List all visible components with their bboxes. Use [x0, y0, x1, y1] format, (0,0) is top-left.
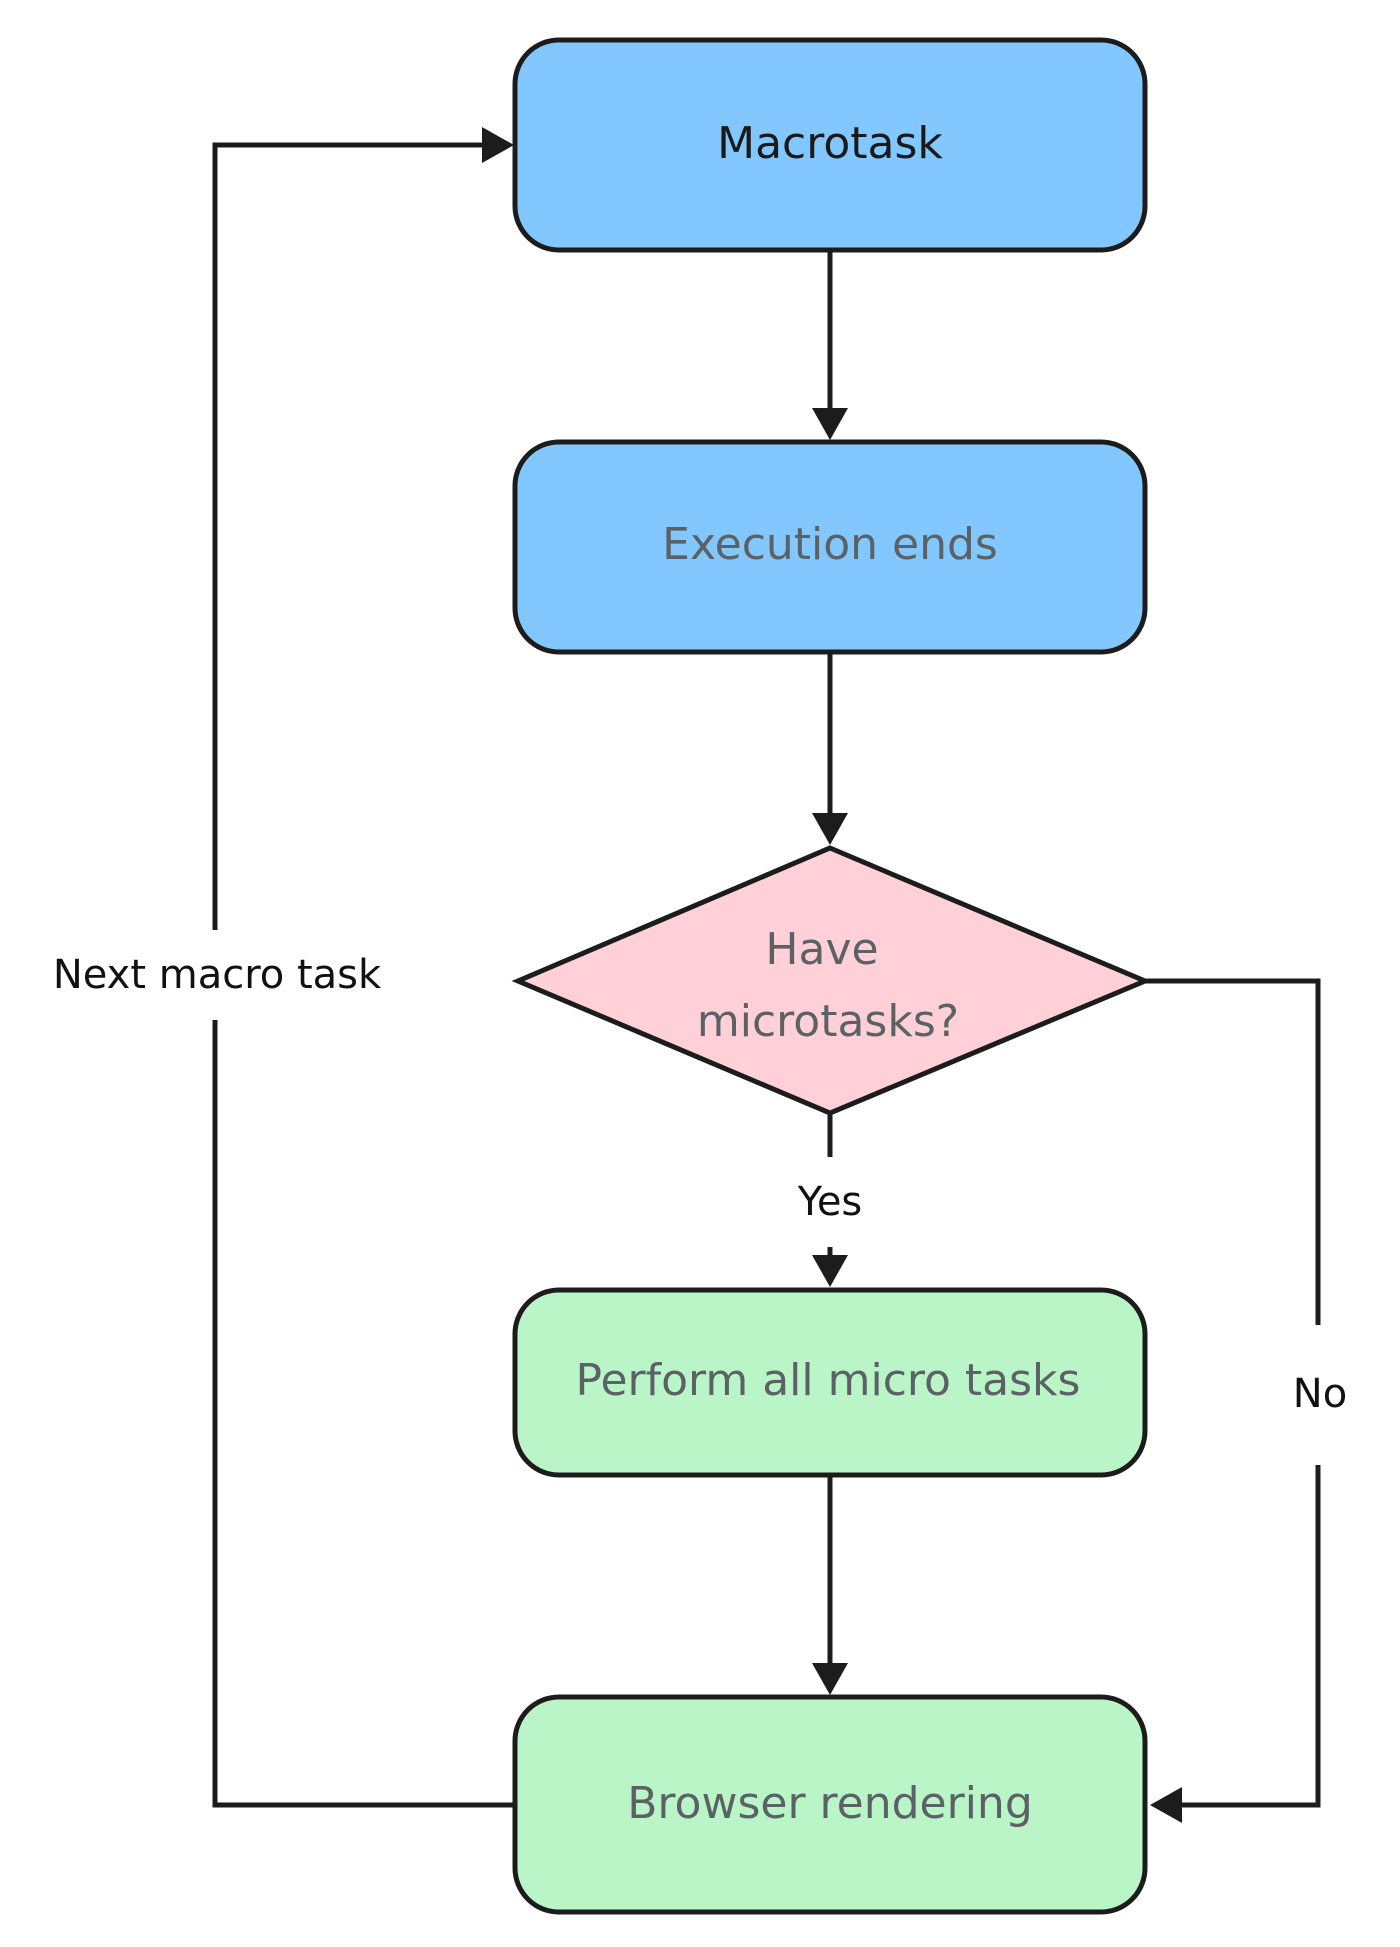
arrowhead-execution: [812, 408, 848, 440]
edge-label-next-macro-task: Next macro task: [53, 952, 382, 998]
browser-rendering-label: Browser rendering: [627, 1778, 1033, 1829]
edge-label-yes: Yes: [797, 1179, 863, 1225]
edge-no-path-upper: [1145, 978, 1321, 1325]
node-macrotask: Macrotask: [512, 37, 1148, 253]
macrotask-box: [512, 37, 1148, 253]
node-browser-rendering: Browser rendering: [512, 1694, 1148, 1915]
arrowhead-decision: [812, 813, 848, 845]
edge-loop-upper: [212, 142, 482, 930]
edges: [212, 127, 1321, 1823]
execution-ends-label: Execution ends: [662, 519, 998, 570]
perform-micro-label: Perform all micro tasks: [576, 1355, 1081, 1406]
node-decision: Have microtasks?: [511, 845, 1152, 1116]
arrowhead-perform: [812, 1255, 848, 1287]
decision-label-line2: microtasks?: [697, 996, 959, 1047]
perform-micro-box: [512, 1287, 1148, 1478]
browser-rendering-box: [512, 1694, 1148, 1915]
arrowhead-browser-top: [812, 1663, 848, 1695]
node-execution-ends: Execution ends: [512, 439, 1148, 655]
execution-ends-box: [512, 439, 1148, 655]
edge-label-no: No: [1293, 1371, 1347, 1417]
edge-loop-lower: [212, 1020, 515, 1808]
edge-no-path-lower: [1182, 1465, 1321, 1808]
macrotask-label: Macrotask: [717, 118, 943, 169]
node-perform-micro: Perform all micro tasks: [512, 1287, 1148, 1478]
decision-diamond: [511, 845, 1152, 1116]
arrowhead-macrotask: [482, 127, 514, 163]
decision-label-line1: Have: [765, 924, 878, 975]
arrowhead-browser-right: [1150, 1787, 1182, 1823]
